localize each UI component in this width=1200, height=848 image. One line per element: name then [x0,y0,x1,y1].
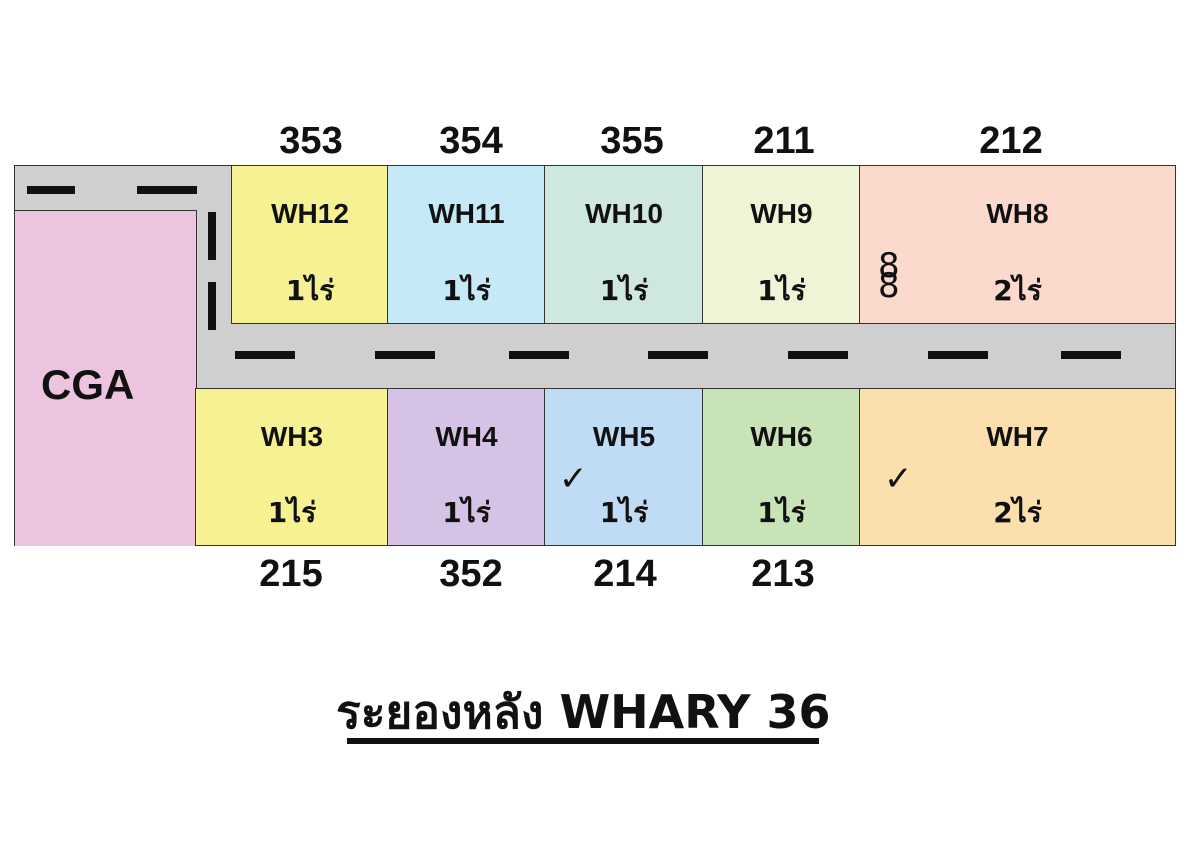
plot-area: 1ไร่ [757,496,806,529]
plot-area: 1ไร่ [442,496,491,529]
plot-name: WH5 [592,421,656,452]
road-dash [788,351,848,359]
road-dash [27,186,75,194]
road-dash [648,351,708,359]
plot-number-wh4: 352 [439,553,503,595]
site-map: CGA WH12 1ไร่ WH11 1ไร่ WH10 1ไร่ WH9 1ไ… [14,165,1176,546]
plot-cga-label: CGA [41,361,135,408]
road-dash [208,282,216,330]
plot-name: WH3 [260,421,324,452]
title-underline [347,738,819,744]
plot-area: 1ไร่ [285,274,335,307]
plot-number-wh11: 354 [439,120,503,162]
plot-area: 1ไร่ [267,496,317,529]
plot-number-wh6: 213 [751,553,815,595]
road-dash [509,351,569,359]
plot-name: WH8 [986,198,1049,229]
plot-wh7[interactable]: WH7 2ไร่ ✓ [859,388,1176,546]
plot-wh11[interactable]: WH11 1ไร่ [387,165,546,324]
plot-area: 1ไร่ [757,274,806,307]
plot-wh6[interactable]: WH6 1ไร่ [702,388,861,546]
plot-area: 1ไร่ [599,274,649,307]
plot-wh12[interactable]: WH12 1ไร่ [231,165,389,324]
checkmark-icon: ✓ [559,459,588,499]
road-dash [928,351,988,359]
plot-wh10[interactable]: WH10 1ไร่ [544,165,704,324]
road-dash [208,212,216,260]
plot-name: WH9 [750,198,813,229]
plot-number-wh5: 214 [593,553,657,595]
plot-area: 1ไร่ [442,274,491,307]
plot-number-wh10: 355 [600,120,664,162]
plot-number-wh9: 211 [753,120,815,162]
plot-name: WH10 [585,198,663,229]
plot-wh3[interactable]: WH3 1ไร่ [195,388,389,546]
plot-cga[interactable]: CGA [15,210,197,546]
plot-area: 2ไร่ [993,496,1042,529]
plot-number-wh8: 212 [979,120,1043,162]
plot-name: WH12 [271,198,349,229]
plot-wh9[interactable]: WH9 1ไร่ [702,165,861,324]
road-dash [1061,351,1121,359]
plot-area: 2ไร่ [993,274,1042,307]
plot-name: WH4 [435,421,498,452]
plot-name: WH7 [986,421,1049,452]
map-title: ระยองหลัง WHARY 36 [336,685,831,739]
checkmark-icon: ✓ [884,459,913,499]
plot-name: WH6 [750,421,813,452]
road-dash [375,351,435,359]
road-dash [137,186,197,194]
plot-wh5[interactable]: WH5 1ไร่ ✓ [544,388,704,546]
road-dash [235,351,295,359]
plot-number-wh12: 353 [279,120,343,162]
plot-name: WH11 [428,198,505,229]
plot-wh4[interactable]: WH4 1ไร่ [387,388,546,546]
plot-area: 1ไร่ [599,496,649,529]
plot-number-wh3: 215 [259,553,323,595]
